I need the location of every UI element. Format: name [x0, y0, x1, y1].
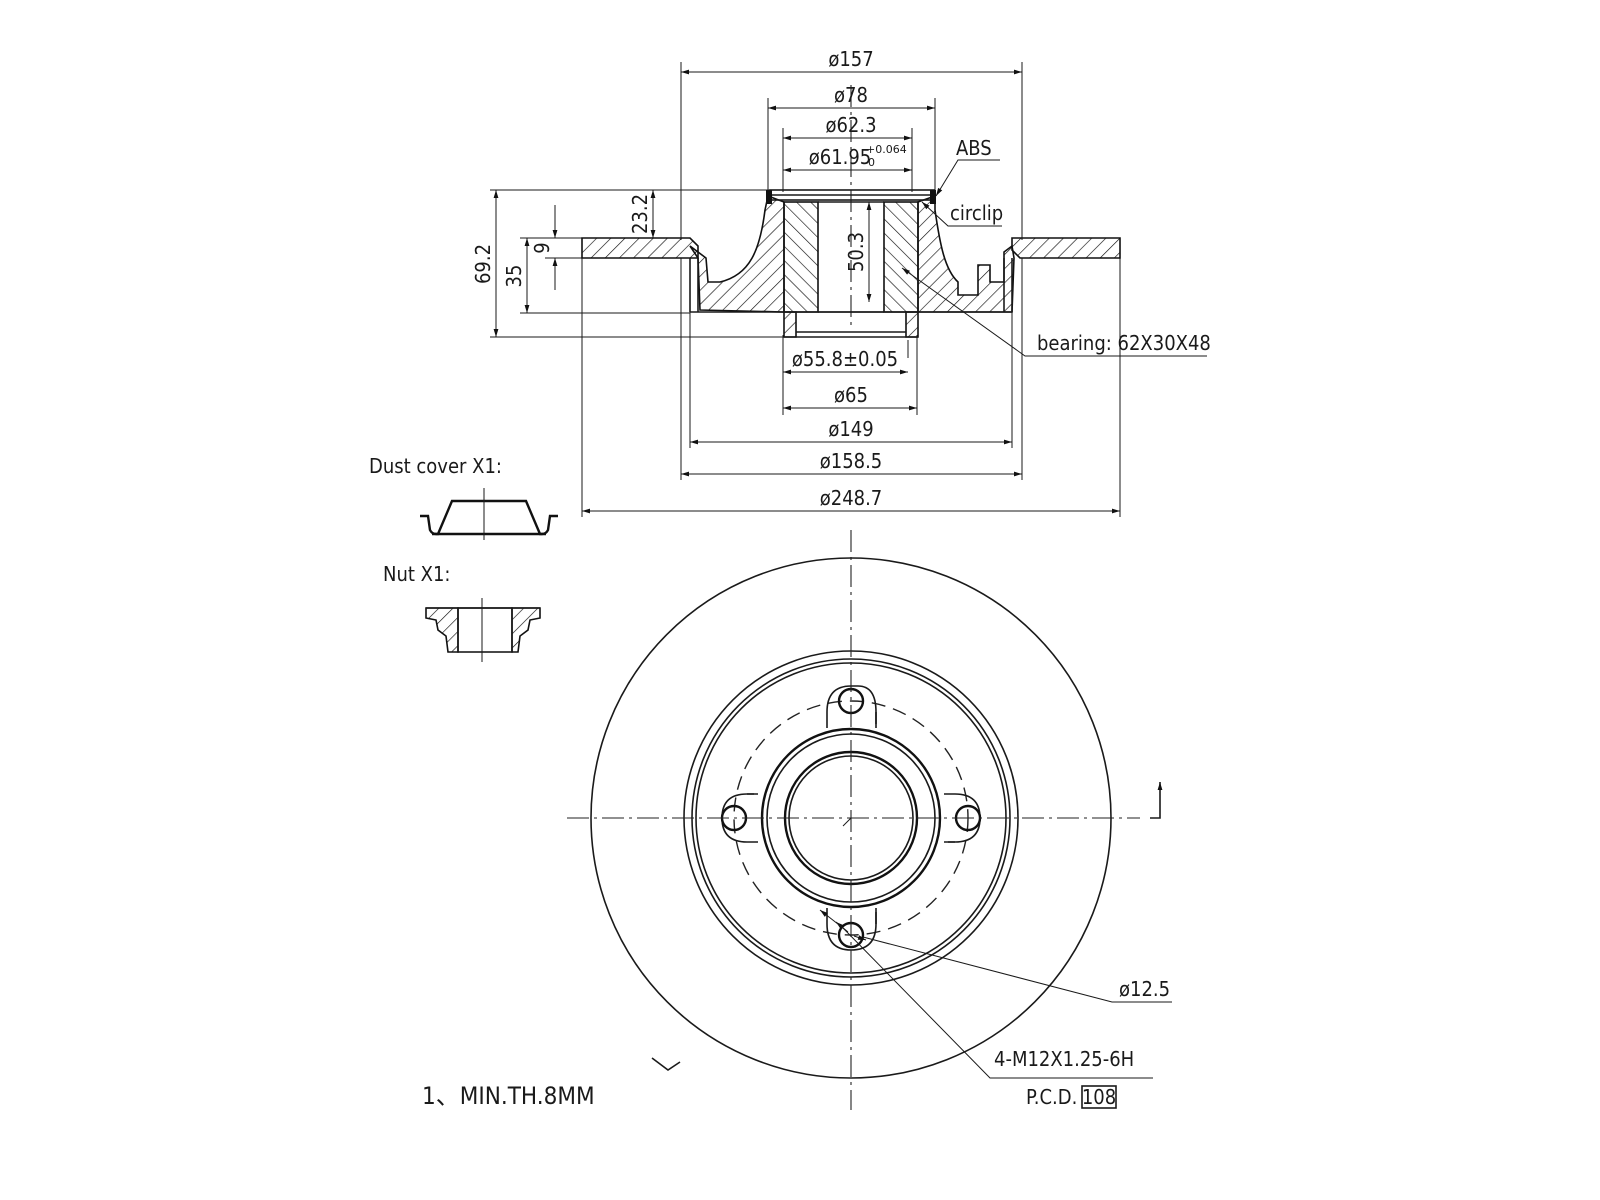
dim-h50-3: 50.3	[844, 232, 868, 272]
disc-flange-left	[581, 237, 699, 259]
nut-icon	[425, 598, 541, 662]
pcd-value: 108	[1082, 1085, 1116, 1109]
dim-d55-8: ø55.8±0.05	[792, 347, 898, 371]
bearing-callout: bearing: 62X30X48	[901, 267, 1211, 357]
disc-flange-right	[1011, 237, 1121, 259]
dim-d62-3: ø62.3	[825, 113, 876, 137]
svg-text:ø12.5: ø12.5	[1119, 977, 1170, 1001]
svg-text:bearing: 62X30X48: bearing: 62X30X48	[1037, 331, 1211, 355]
hub-collar-right	[905, 311, 919, 338]
bearing-left	[783, 201, 819, 313]
circlip-callout: circlip	[921, 201, 1003, 227]
extension-lines	[490, 62, 1121, 517]
thread-callout: 4-M12X1.25-6H P.C.D. 108	[819, 909, 1153, 1109]
bearing-right	[883, 201, 919, 313]
thread-spec: 4-M12X1.25-6H	[994, 1047, 1134, 1071]
dim-d248-7: ø248.7	[820, 486, 883, 510]
dust-cover-icon	[420, 488, 558, 540]
bolt-hole-dia-callout: ø12.5	[835, 921, 1172, 1003]
dust-cover-label: Dust cover X1:	[369, 454, 502, 478]
hub-collar-left	[783, 311, 797, 338]
front-view: ø12.5 4-M12X1.25-6H P.C.D. 108	[567, 530, 1172, 1110]
dim-d158-5: ø158.5	[820, 449, 883, 473]
dim-d65: ø65	[834, 383, 868, 407]
dim-d61-95-tol-lower: 0	[868, 156, 875, 169]
abs-callout: ABS	[935, 136, 1000, 197]
nut-label: Nut X1:	[383, 562, 450, 586]
section-view: ø157 ø78 ø62.3 ø61.95 +0.064 0 ø55.8±0.0…	[471, 47, 1211, 517]
dimension-lines	[493, 69, 1120, 514]
section-marker-right	[1150, 782, 1163, 819]
dim-h9: 9	[530, 242, 554, 253]
accessories: Dust cover X1: Nut X1:	[369, 454, 558, 662]
dim-h69-2: 69.2	[471, 244, 495, 284]
note-min-thickness: 1、MIN.TH.8MM	[422, 1082, 595, 1110]
dim-d149: ø149	[828, 417, 873, 441]
section-marker-bottom	[651, 1057, 681, 1071]
dim-h35: 35	[502, 265, 526, 288]
abs-ring	[766, 190, 772, 204]
svg-text:ABS: ABS	[956, 136, 992, 160]
hub-body-left	[689, 194, 785, 313]
pcd-box	[1081, 1085, 1117, 1109]
pcd-label: P.C.D.	[1026, 1085, 1077, 1109]
dim-d78: ø78	[834, 83, 868, 107]
dim-d61-95-tol-upper: +0.064	[866, 143, 907, 156]
dim-d157: ø157	[828, 47, 873, 71]
dim-d61-95: ø61.95	[809, 145, 872, 169]
dim-h23-2: 23.2	[628, 194, 652, 234]
hub-body-right	[917, 194, 1015, 313]
svg-text:circlip: circlip	[950, 201, 1003, 225]
